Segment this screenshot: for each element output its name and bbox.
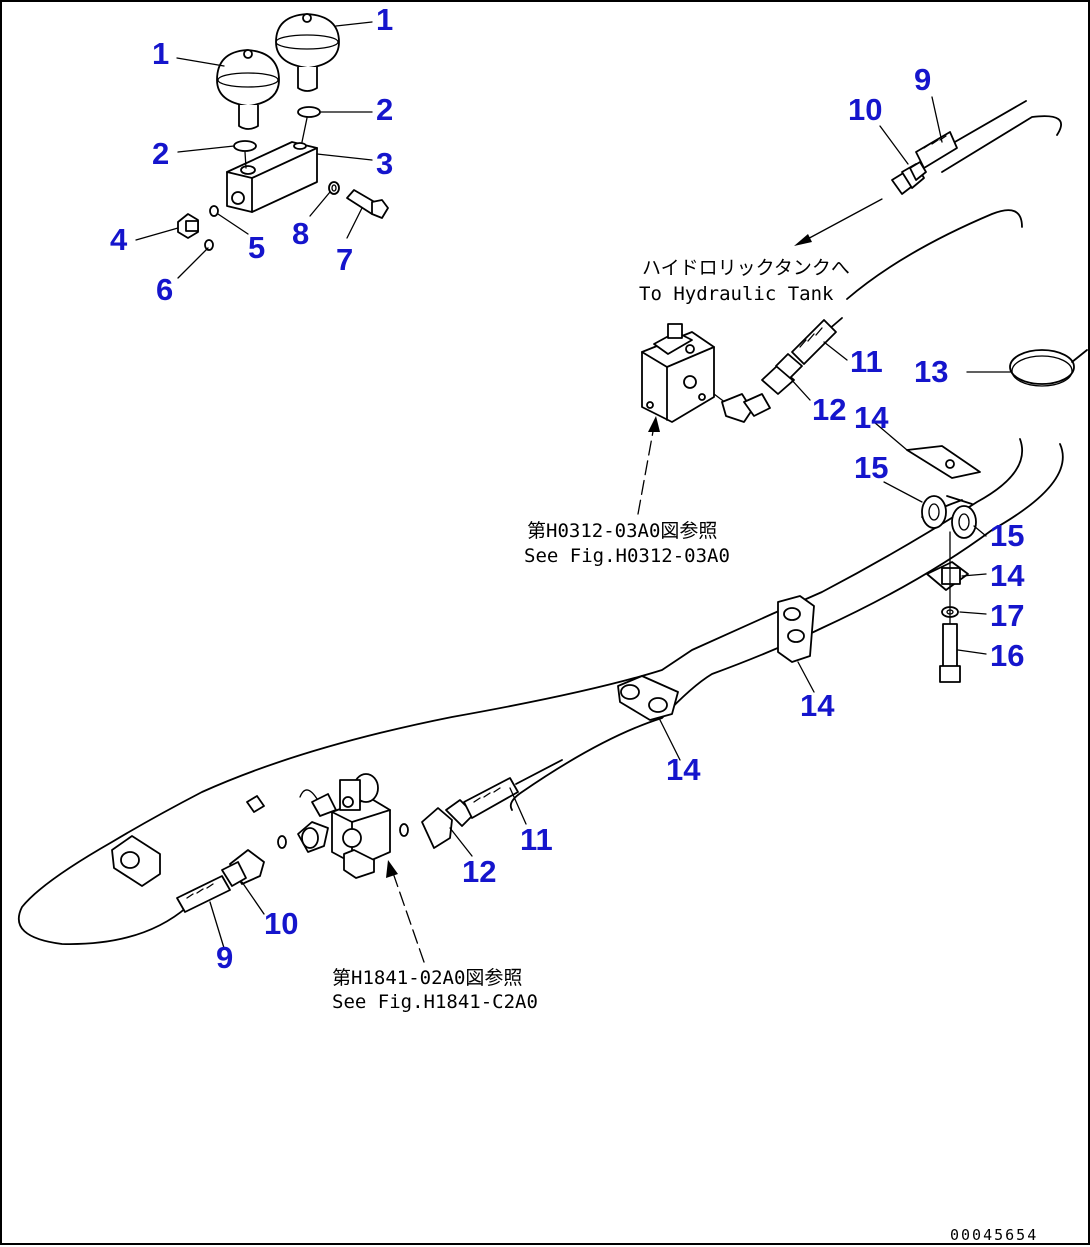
o-ring-lower-right (399, 823, 409, 837)
tank-note: ハイドロリックタンクへ To Hydraulic Tank (639, 257, 850, 305)
hose-11-lower (463, 759, 563, 819)
callout-14-c14b: 14 (990, 558, 1025, 593)
callout-14-c14c: 14 (800, 688, 835, 723)
callout-1-c1a: 1 (152, 36, 169, 71)
ref-note-upper-jp: 第H0312-03A0図参照 (527, 520, 717, 542)
clamp-14-bottom (926, 561, 969, 591)
callout-9-c9b: 9 (216, 940, 233, 975)
bolt-7 (346, 189, 389, 219)
callout-6-c6: 6 (156, 272, 173, 307)
callout-15-c15a: 15 (854, 450, 888, 485)
o-ring-6 (204, 239, 214, 251)
tank-note-en: To Hydraulic Tank (639, 283, 834, 305)
band-13 (1009, 349, 1088, 387)
clamp-14-low (617, 675, 679, 721)
callout-17-c17: 17 (990, 598, 1024, 633)
ref-arrow-lower (386, 860, 425, 963)
upper-elbow-fitting (721, 393, 771, 423)
clamp-14-mid (777, 595, 815, 663)
callout-11-c11b: 11 (520, 822, 553, 857)
accumulator-left (216, 49, 280, 130)
ref-note-upper-en: See Fig.H0312-03A0 (524, 545, 730, 567)
fitting-12-upper (761, 353, 803, 395)
callout-7-c7: 7 (336, 242, 353, 277)
callout-13-c13: 13 (914, 354, 948, 389)
bolt-16 (939, 531, 961, 683)
o-ring-2-left (233, 140, 257, 152)
callout-14-c14a: 14 (854, 400, 889, 435)
ref-arrow-upper (637, 416, 660, 515)
callout-3-c3: 3 (376, 146, 393, 181)
callout-10-c10a: 10 (848, 92, 882, 127)
hose-9-lower (176, 875, 231, 913)
upper-valve (641, 323, 731, 423)
callout-10-c10b: 10 (264, 906, 298, 941)
ref-note-lower-jp: 第H1841-02A0図参照 (332, 967, 522, 989)
o-ring-lower-left (277, 835, 287, 849)
lower-adapter (297, 821, 329, 853)
valve-block-3 (226, 117, 318, 213)
callout-1-c1b: 1 (376, 2, 393, 37)
lower-cap (246, 795, 265, 813)
o-ring-2-right (297, 106, 321, 118)
lower-valve (299, 773, 391, 879)
callout-4-c4: 4 (110, 222, 128, 257)
clamp-15-left (921, 495, 947, 529)
clamp-14-top (906, 445, 981, 479)
callout-12-c12a: 12 (812, 392, 846, 427)
drawing-number: 00045654 (950, 1226, 1038, 1244)
callout-11-c11a: 11 (850, 344, 883, 379)
callout-8-c8: 8 (292, 216, 309, 251)
hose-11-upper (791, 209, 1023, 365)
fitting-4 (177, 213, 199, 239)
callout-16-c16: 16 (990, 638, 1024, 673)
clamp-left-end (111, 835, 161, 887)
ref-note-lower: 第H1841-02A0図参照 See Fig.H1841-C2A0 (332, 967, 538, 1013)
ref-note-lower-en: See Fig.H1841-C2A0 (332, 991, 538, 1013)
hose-upper-return (891, 100, 1062, 195)
flow-arrow-to-tank (794, 198, 883, 246)
accumulator-right (275, 13, 340, 92)
callout-2-c2a: 2 (152, 136, 169, 171)
ref-note-upper: 第H0312-03A0図参照 See Fig.H0312-03A0 (524, 520, 730, 567)
callout-2-c2b: 2 (376, 92, 393, 127)
washer-8 (328, 181, 340, 195)
callout-9-c9a: 9 (914, 62, 931, 97)
tank-note-jp: ハイドロリックタンクへ (642, 257, 850, 279)
hose-main-run (17, 438, 1064, 945)
callout-15-c15b: 15 (990, 518, 1024, 553)
callout-14-c14d: 14 (666, 752, 701, 787)
callout-12-c12b: 12 (462, 854, 496, 889)
clamp-15-right (946, 495, 977, 539)
fitting-10-lower (221, 849, 265, 887)
o-ring-5 (209, 205, 219, 217)
leader-lines (135, 21, 1011, 949)
callout-5-c5: 5 (248, 230, 265, 265)
